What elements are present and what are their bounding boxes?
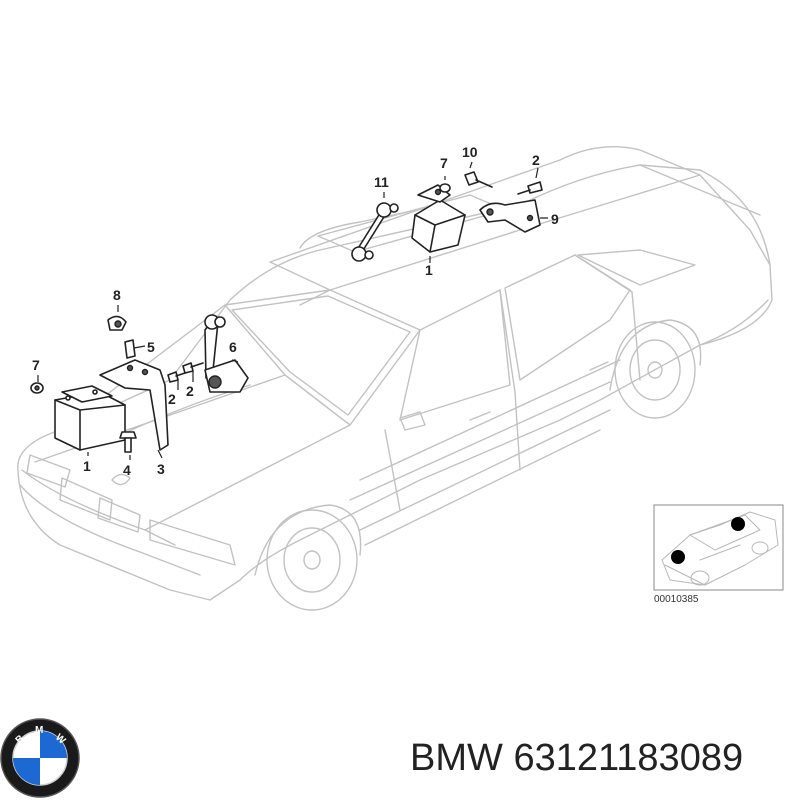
rear-nut bbox=[439, 183, 451, 193]
callout-6: 6 bbox=[229, 339, 237, 355]
callout-labels: 1 4 3 7 8 5 2 2 6 11 7 10 2 9 1 bbox=[32, 144, 559, 478]
callout-7-front: 7 bbox=[32, 357, 40, 373]
part-caption: BMW 63121183089 bbox=[410, 737, 743, 780]
inset-reference-number: 00010385 bbox=[654, 594, 699, 605]
inset-locator: 00010385 bbox=[653, 504, 784, 605]
callout-1-rear: 1 bbox=[425, 262, 433, 278]
callout-2-rear: 2 bbox=[532, 152, 540, 168]
svg-text:M: M bbox=[35, 725, 44, 736]
car-outline bbox=[17, 146, 773, 611]
callout-3: 3 bbox=[157, 461, 165, 477]
part-number: 63121183089 bbox=[513, 737, 744, 779]
inset-rear-marker bbox=[731, 517, 745, 531]
brand-name: BMW bbox=[410, 737, 503, 779]
rear-bracket bbox=[479, 199, 541, 233]
callout-10: 10 bbox=[462, 144, 478, 160]
callout-9: 9 bbox=[551, 211, 559, 227]
front-stud bbox=[124, 339, 136, 359]
inset-front-marker bbox=[671, 550, 685, 564]
bmw-logo: B M W bbox=[0, 718, 80, 798]
rear-height-sensor-assembly bbox=[351, 161, 548, 263]
rear-bolt bbox=[517, 181, 543, 195]
callout-4: 4 bbox=[123, 462, 131, 478]
front-height-sensor-assembly bbox=[30, 305, 249, 460]
callout-11: 11 bbox=[374, 174, 389, 190]
callout-7-rear: 7 bbox=[440, 155, 448, 171]
callout-2-front-a: 2 bbox=[168, 391, 176, 407]
callout-2-front-b: 2 bbox=[186, 383, 194, 399]
callout-8: 8 bbox=[113, 287, 121, 303]
callout-1-front: 1 bbox=[83, 458, 91, 474]
callout-5: 5 bbox=[147, 339, 155, 355]
front-bracket bbox=[99, 359, 169, 451]
front-bolt bbox=[119, 431, 137, 439]
rear-screw bbox=[464, 171, 493, 188]
